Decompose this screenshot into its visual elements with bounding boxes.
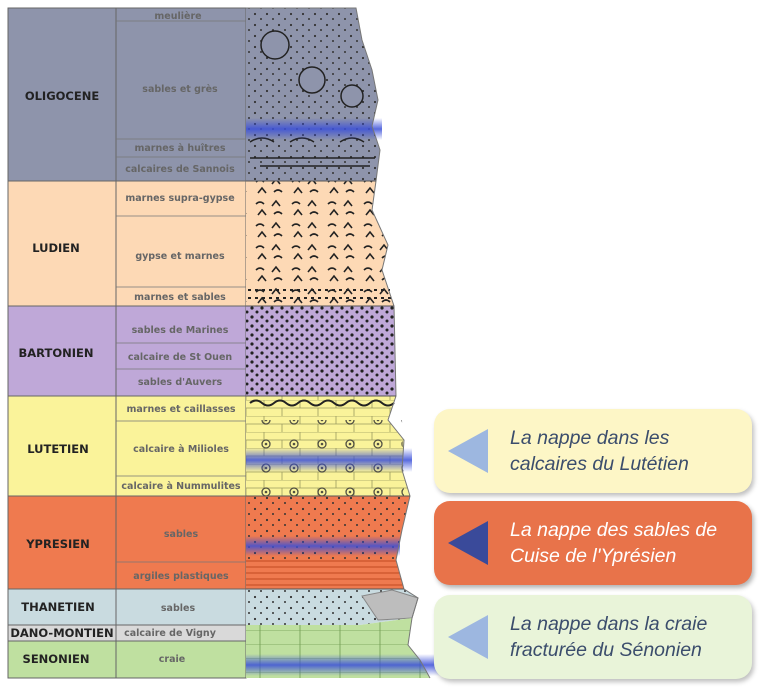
unit-label-gypse-et-marnes: gypse et marnes	[135, 251, 225, 262]
lithology-column	[246, 7, 446, 679]
unit-label-sables-d-auvers: sables d'Auvers	[138, 377, 223, 388]
pebble	[298, 66, 326, 94]
stage-ludien	[7, 180, 117, 307]
unit-label-sables-thanetien: sables	[161, 603, 196, 614]
aquifer-ypresien	[246, 536, 400, 556]
stage-label-oligocene: OLIGOCENE	[25, 89, 100, 103]
aquifer-senonien	[246, 654, 446, 676]
stage-bartonien	[7, 305, 117, 397]
stage-label-senonien: SENONIEN	[23, 652, 90, 666]
pointer-triangle-icon	[448, 615, 488, 659]
unit-label-marnes-et-sables: marnes et sables	[134, 292, 226, 303]
stage-label-thanetien: THANETIEN	[21, 600, 94, 614]
unit-label-marnes-et-caillasses: marnes et caillasses	[126, 404, 235, 415]
aquifer-oligocene	[246, 118, 382, 140]
unit-label-calcaire-a-milioles: calcaire à Milioles	[133, 444, 229, 455]
unit-label-calcaire-de-vigny: calcaire de Vigny	[124, 628, 217, 639]
callout-text: La nappe des sables de Cuise de l'Yprési…	[510, 519, 718, 567]
callout-lutetien: La nappe dans les calcaires du Lutétien	[434, 409, 752, 493]
pebble	[340, 84, 364, 108]
unit-label-sables-de-marines: sables de Marines	[132, 325, 229, 336]
aquifer-lutetien	[246, 448, 412, 472]
callout-senonien: La nappe dans la craie fracturée du Séno…	[434, 595, 752, 679]
unit-label-craie: craie	[159, 654, 185, 665]
unit-label-calcaire-a-nummulites: calcaire à Nummulites	[121, 481, 241, 492]
unit-label-calcaire-de-st-ouen: calcaire de St Ouen	[128, 352, 233, 363]
unit-label-argiles-plastiques: argiles plastiques	[133, 571, 229, 582]
callout-text: La nappe dans la craie fracturée du Séno…	[510, 613, 708, 661]
pointer-triangle-icon	[448, 429, 488, 473]
pointer-triangle-icon	[448, 521, 488, 565]
unit-label-sables-et-gres: sables et grès	[142, 84, 218, 95]
stage-label-bartonien: BARTONIEN	[18, 346, 93, 360]
stage-label-ludien: LUDIEN	[32, 241, 80, 255]
stage-label-lutetien: LUTETIEN	[27, 442, 89, 456]
stage-oligocene	[7, 7, 117, 182]
unit-label-sables-ypresien: sables	[164, 529, 199, 540]
stage-label-dano-montien: DANO-MONTIEN	[10, 626, 113, 640]
stage-column: OLIGOCENE LUDIEN BARTONIEN LUTETIEN YPRE…	[7, 7, 117, 679]
unit-label-marnes-supra-gypse: marnes supra-gypse	[125, 193, 234, 204]
unit-label-marnes-a-huitres: marnes à huîtres	[135, 143, 226, 154]
unit-column: meulière sables et grès marnes à huîtres…	[115, 7, 247, 679]
pebble	[260, 30, 290, 60]
stage-ypresien	[7, 495, 117, 590]
stage-lutetien	[7, 395, 117, 497]
stage-label-ypresien: YPRESIEN	[25, 537, 90, 551]
callout-text: La nappe dans les calcaires du Lutétien	[510, 427, 689, 475]
stage-thanetien	[7, 588, 117, 626]
unit-label-meuliere: meulière	[154, 11, 201, 22]
unit-label-calcaires-de-sannois: calcaires de Sannois	[125, 164, 235, 175]
callout-ypresien: La nappe des sables de Cuise de l'Yprési…	[434, 501, 752, 585]
